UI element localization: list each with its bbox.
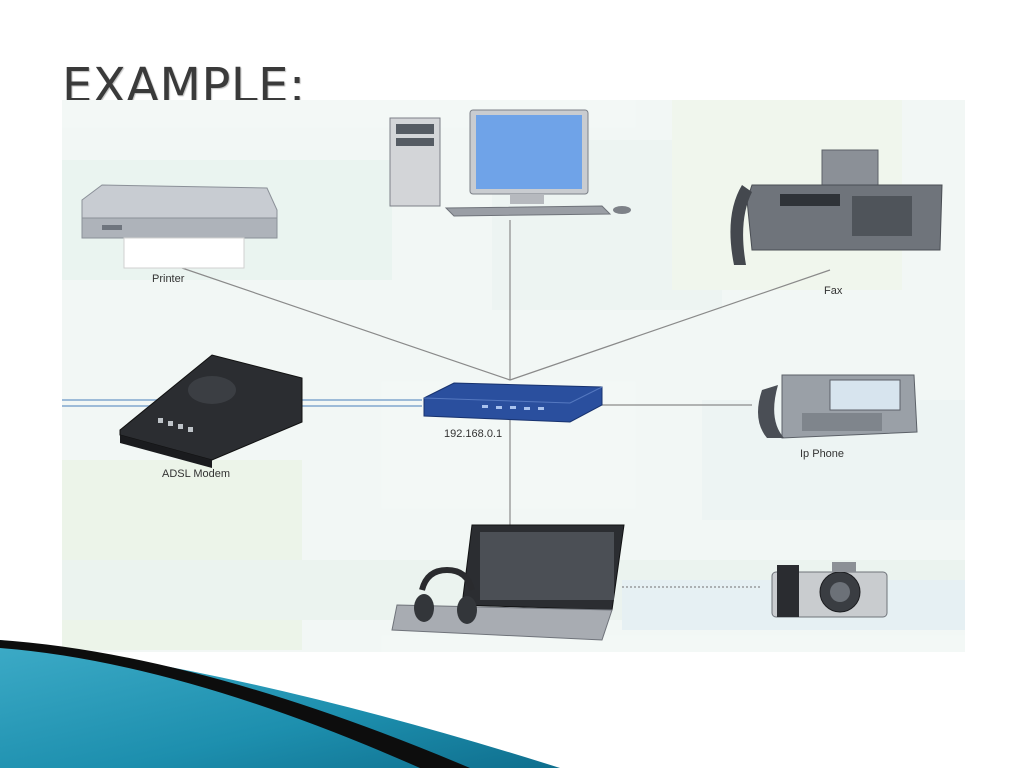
desktop-computer-icon [389, 109, 631, 217]
fax-machine-icon [730, 149, 943, 265]
adsl-modem-icon [119, 354, 303, 468]
hub-ip-label: 192.168.0.1 [444, 428, 503, 440]
link-printer [181, 267, 511, 381]
link-fax [509, 269, 831, 381]
laptop-icon [391, 524, 625, 641]
camera-icon [771, 562, 888, 618]
ip-phone-icon [758, 374, 918, 439]
printer-label: Printer [152, 273, 185, 285]
modem-label: ADSL Modem [162, 468, 231, 480]
footer-swoosh [0, 640, 560, 768]
printer-icon [81, 184, 278, 269]
link-lines [181, 220, 831, 588]
network-diagram: Printer Fax 192.168.0.1 ADSL Modem Ip Ph… [62, 100, 965, 652]
fax-label: Fax [824, 285, 843, 297]
network-diagram-canvas [62, 100, 965, 652]
network-switch-icon [423, 382, 603, 423]
ip-phone-label: Ip Phone [800, 448, 845, 460]
